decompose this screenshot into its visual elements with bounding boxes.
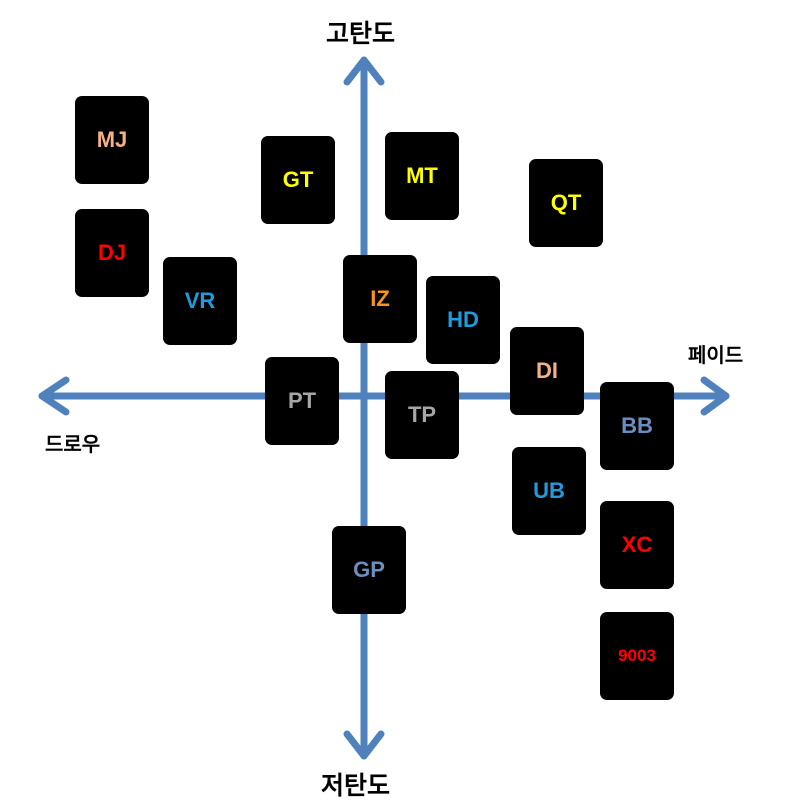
tile-dj: DJ (75, 209, 149, 297)
tile-xc: XC (600, 501, 674, 589)
arrow-head-left (38, 376, 70, 416)
tile-qt: QT (529, 159, 603, 247)
tile-tp: TP (385, 371, 459, 459)
tile-ub: UB (512, 447, 586, 535)
tile-pt: PT (265, 357, 339, 445)
axis-label-draw: 드로우 (45, 432, 101, 456)
tile-mt: MT (385, 132, 459, 220)
arrow-head-right (700, 376, 730, 416)
tile-hd: HD (426, 276, 500, 364)
tile-mj: MJ (75, 96, 149, 184)
axis-label-low-trajectory: 저탄도 (321, 771, 391, 800)
arrow-head-down (343, 730, 385, 760)
tile-vr: VR (163, 257, 237, 345)
tile-di: DI (510, 327, 584, 415)
tile-bb: BB (600, 382, 674, 470)
arrow-head-up (343, 56, 385, 86)
axis-label-fade: 페이드 (688, 343, 744, 367)
axis-label-high-trajectory: 고탄도 (326, 19, 396, 48)
tile-iz: IZ (343, 255, 417, 343)
tile-9003: 9003 (600, 612, 674, 700)
tile-gt: GT (261, 136, 335, 224)
tile-gp: GP (332, 526, 406, 614)
